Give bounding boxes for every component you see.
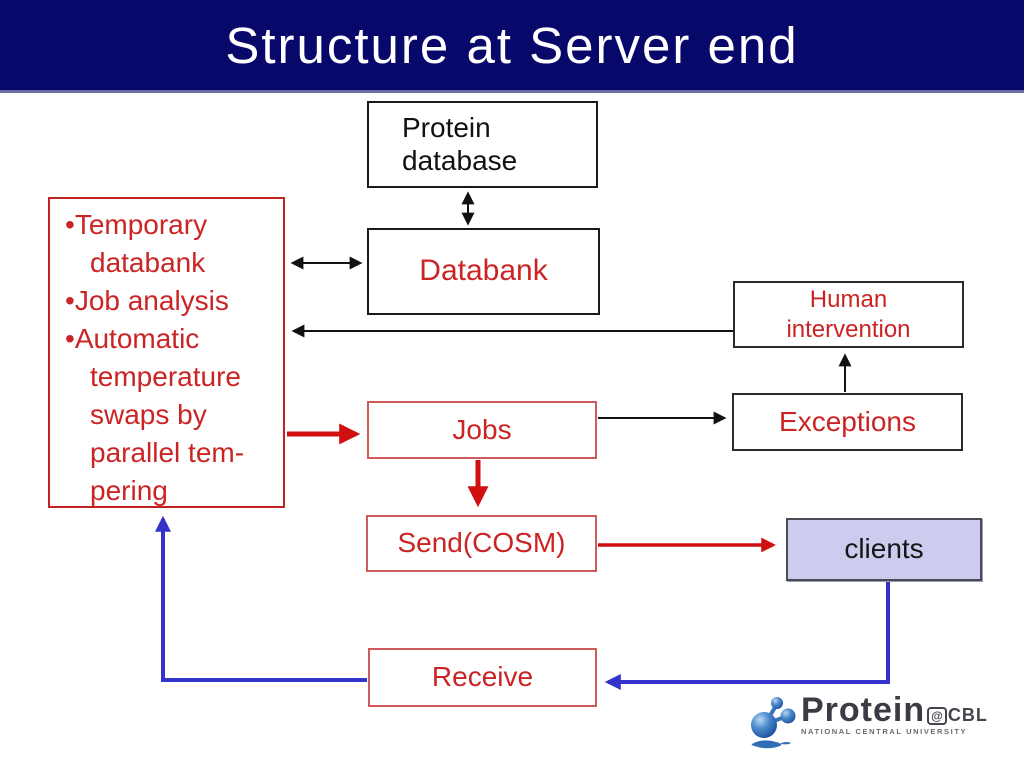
logo-subtitle: NATIONAL CENTRAL UNIVERSITY (801, 727, 968, 736)
node-protein-database: Protein database (367, 101, 598, 188)
bullet-glyph: • (65, 285, 75, 316)
logo-brand-row: Protein @ CBL (801, 691, 988, 729)
note-item: •Automatic temperature swaps by parallel… (50, 320, 283, 510)
molecule-icon (751, 697, 796, 749)
arrow-receive-notes (155, 515, 367, 682)
logo-suffix: @ CBL (927, 705, 988, 726)
slide-header: Structure at Server end (0, 0, 1024, 93)
node-send-cosm: Send(COSM) (366, 515, 597, 572)
note-text: Automatic temperature swaps by parallel … (74, 323, 245, 506)
slide-title: Structure at Server end (225, 16, 799, 74)
note-text: Job analysis (74, 285, 229, 316)
note-item: •Temporary databank (50, 206, 283, 282)
bullet-glyph: • (65, 209, 75, 240)
at-badge-icon: @ (927, 706, 947, 725)
logo-brand: Protein (801, 691, 926, 729)
node-human-intervention: Human intervention (733, 281, 964, 348)
protein-cbl-logo: Protein @ CBL NATIONAL CENTRAL UNIVERSIT… (750, 691, 988, 752)
note-item: •Job analysis (50, 282, 283, 320)
node-exceptions: Exceptions (732, 393, 963, 451)
node-notes-box: •Temporary databank •Job analysis •Autom… (48, 197, 285, 508)
arrow-clients-receive (604, 582, 890, 690)
node-clients: clients (786, 518, 982, 581)
node-receive: Receive (368, 648, 597, 707)
note-text: Temporary databank (74, 209, 208, 278)
bullet-glyph: • (65, 323, 75, 354)
logo-text-block: Protein @ CBL NATIONAL CENTRAL UNIVERSIT… (801, 691, 988, 736)
logo-cbl: CBL (947, 705, 988, 725)
node-databank: Databank (367, 228, 600, 315)
node-jobs: Jobs (367, 401, 597, 459)
